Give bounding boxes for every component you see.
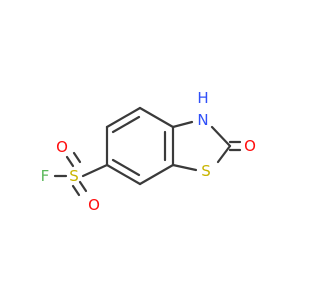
- atom-n: N: [197, 111, 208, 129]
- bond-n-c2: [210, 125, 232, 148]
- atom-o-sulfonyl-bottom: O: [88, 196, 100, 214]
- bond-c3a-n: [171, 120, 194, 129]
- bond-c2-s: [216, 144, 232, 164]
- bond-c4-c5-inner: [111, 115, 141, 134]
- bond-c3a-c4: [138, 106, 175, 129]
- bond-c4-c5: [105, 106, 142, 129]
- bond-s-c7a: [171, 163, 198, 172]
- bond-s-o-top-1: [65, 155, 75, 168]
- bond-c6-c7: [105, 163, 142, 186]
- bond-s-o-bottom-2: [78, 180, 88, 193]
- atom-o-carbonyl: O: [244, 137, 256, 155]
- structure-drawing: H N O S S O O F: [41, 89, 256, 214]
- bond-c7-c7a: [138, 163, 175, 186]
- bond-c6-c7-inner: [111, 158, 141, 177]
- atom-o-sulfonyl-top: O: [56, 138, 68, 156]
- bond-c6-s: [81, 163, 109, 178]
- atom-h: H: [197, 89, 208, 107]
- atom-f: F: [41, 167, 50, 185]
- atom-s-sulfonyl: S: [69, 167, 79, 185]
- molecule-diagram: H N O S S O O F: [41, 89, 256, 214]
- bond-s-o-top-2: [72, 151, 82, 164]
- bond-s-o-bottom-1: [71, 184, 81, 197]
- atom-s-ring: S: [201, 162, 211, 180]
